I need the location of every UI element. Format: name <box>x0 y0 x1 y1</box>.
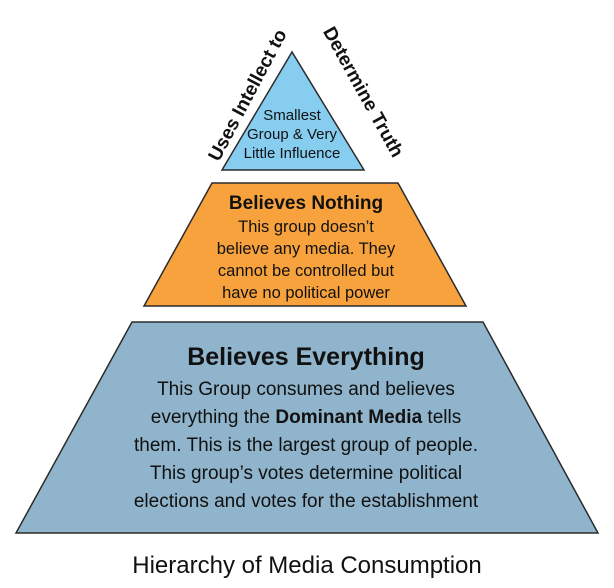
diagram-caption: Hierarchy of Media Consumption <box>132 552 482 579</box>
top-tier-line-1: Smallest <box>263 107 321 124</box>
middle-tier-line-3: cannot be controlled but <box>218 262 395 280</box>
middle-tier-heading: Believes Nothing <box>229 193 383 214</box>
bottom-tier-line-5: elections and votes for the establishmen… <box>134 491 479 512</box>
bottom-line2-after: tells <box>422 407 461 428</box>
bottom-tier-line-1: This Group consumes and believes <box>157 379 455 400</box>
middle-tier-line-4: have no political power <box>222 284 390 302</box>
pyramid-bottom-tier <box>14 321 600 534</box>
pyramid-top-tier <box>220 50 366 171</box>
top-tier-line-3: Little Influence <box>244 145 341 162</box>
middle-tier-line-1: This group doesn’t <box>238 218 374 236</box>
dominant-media-highlight: Dominant Media <box>275 407 422 428</box>
bottom-tier-line-4: This group’s votes determine political <box>150 463 462 484</box>
middle-tier-line-2: believe any media. They <box>217 240 396 258</box>
bottom-tier-line-3: them. This is the largest group of peopl… <box>134 435 478 456</box>
bottom-line2-before: everything the <box>151 407 276 428</box>
top-tier-line-2: Group & Very <box>247 126 338 143</box>
bottom-tier-heading: Believes Everything <box>187 343 425 371</box>
bottom-tier-line-2: everything the Dominant Media tells <box>151 407 461 428</box>
pyramid-middle-tier <box>142 182 468 307</box>
